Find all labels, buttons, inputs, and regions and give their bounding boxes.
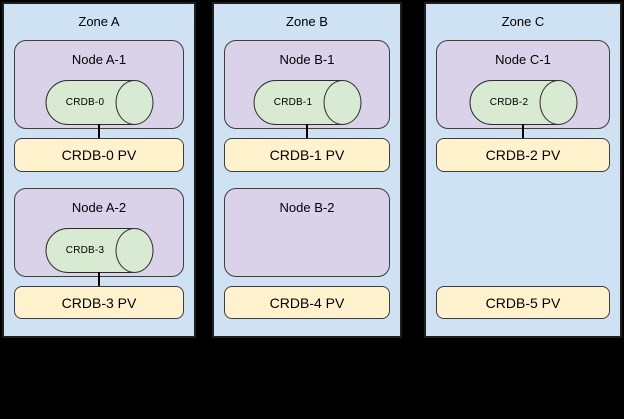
crdb-1-pv-box: CRDB-1 PV (224, 138, 390, 172)
crdb-2-pv-label: CRDB-2 PV (485, 147, 561, 163)
connector-crdb-0-to-pv (98, 124, 100, 138)
node-c-1: Node C-1 CRDB-2 (436, 40, 610, 129)
crdb-0-pv-label: CRDB-0 PV (61, 147, 137, 163)
crdb-0-pv-box: CRDB-0 PV (14, 138, 184, 172)
crdb-4-pv-box: CRDB-4 PV (224, 286, 390, 319)
crdb-2-pod-label: CRDB-2 (489, 97, 529, 108)
crdb-0-pod-cylinder: CRDB-0 (45, 79, 153, 125)
node-b-2-label: Node B-2 (279, 200, 335, 215)
crdb-3-pv-label: CRDB-3 PV (61, 294, 137, 311)
node-a-1-label: Node A-1 (71, 52, 127, 67)
crdb-3-pod-label: CRDB-3 (65, 245, 105, 256)
crdb-4-pv-label: CRDB-4 PV (269, 294, 345, 311)
node-c-1-label: Node C-1 (495, 52, 551, 67)
connector-crdb-3-to-pv (98, 272, 100, 286)
cylinder-cap-icon (539, 79, 577, 125)
node-b-1-label: Node B-1 (279, 52, 335, 67)
node-a-2-label: Node A-2 (71, 200, 127, 215)
crdb-1-pod-cylinder: CRDB-1 (253, 79, 361, 125)
connector-crdb-2-to-pv (522, 124, 524, 138)
crdb-5-pv-label: CRDB-5 PV (485, 294, 561, 311)
crdb-2-pod-cylinder: CRDB-2 (469, 79, 577, 125)
cylinder-cap-icon (323, 79, 361, 125)
node-b-2: Node B-2 (224, 188, 390, 277)
crdb-3-pod-cylinder: CRDB-3 (45, 227, 153, 273)
crdb-0-pod-label: CRDB-0 (65, 97, 105, 108)
crdb-2-pv-box: CRDB-2 PV (436, 138, 610, 172)
zone-b-label: Zone B (286, 14, 328, 29)
connector-crdb-1-to-pv (306, 124, 308, 138)
crdb-5-pv-box: CRDB-5 PV (436, 286, 610, 319)
cylinder-cap-icon (115, 79, 153, 125)
zone-b: Zone B Node B-1 CRDB-1 CRDB-1 PV Node B-… (212, 2, 402, 338)
node-b-1: Node B-1 CRDB-1 (224, 40, 390, 129)
cylinder-cap-icon (115, 227, 153, 273)
node-a-1: Node A-1 CRDB-0 (14, 40, 184, 129)
zone-a: Zone A Node A-1 CRDB-0 CRDB-0 PV Node A-… (2, 2, 196, 338)
zone-a-label: Zone A (78, 14, 120, 29)
crdb-3-pv-box: CRDB-3 PV (14, 286, 184, 319)
node-a-2: Node A-2 CRDB-3 (14, 188, 184, 277)
crdb-1-pv-label: CRDB-1 PV (269, 147, 345, 163)
zone-c-label: Zone C (501, 14, 545, 29)
crdb-1-pod-label: CRDB-1 (273, 97, 313, 108)
zone-c: Zone C Node C-1 CRDB-2 CRDB-2 PV CRDB-5 … (424, 2, 622, 338)
